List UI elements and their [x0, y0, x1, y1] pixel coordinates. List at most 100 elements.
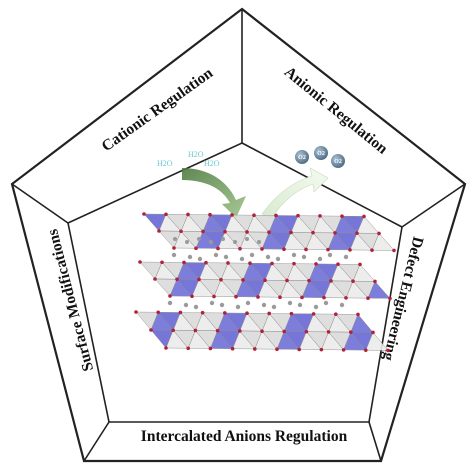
oxygen-atom — [230, 346, 235, 351]
interlayer-anion — [297, 302, 303, 308]
oxygen-atom — [171, 328, 175, 333]
oxygen-atom — [388, 296, 392, 301]
water-molecule: H2O — [204, 159, 220, 168]
water-molecules: H2O H2O H2O — [157, 150, 220, 168]
oxygen-atom — [204, 260, 208, 265]
oxygen-atom — [201, 229, 205, 234]
oxygen-atom — [377, 231, 381, 236]
oxygen-outflow-arrow — [261, 167, 329, 219]
oxygen-label: O2 — [334, 159, 342, 165]
oxygen-atom — [190, 294, 194, 299]
interlayer-anion — [213, 252, 219, 258]
interlayer-anion — [233, 240, 237, 244]
oxygen-atom — [215, 328, 220, 333]
oxygen-atom — [216, 246, 220, 251]
oxygen-atom — [219, 277, 223, 282]
oxygen-atom — [179, 229, 183, 234]
oxygen-atom — [149, 328, 153, 332]
interlayer-anion — [313, 304, 319, 310]
oxygen-molecules: O2 O2 O2 — [295, 146, 345, 168]
interlayer-anion — [245, 237, 249, 241]
oxygen-atom — [349, 330, 353, 334]
interlayer-anion — [171, 252, 177, 258]
oxygen-atom — [194, 246, 198, 251]
interlayer-anion — [343, 254, 349, 260]
oxygen-atom — [362, 214, 366, 219]
oxygen-atom — [282, 329, 287, 334]
oxygen-atom — [138, 260, 142, 264]
oxygen-atom — [223, 229, 227, 234]
oxygen-atom — [175, 277, 179, 282]
interlayer-anion — [317, 256, 323, 262]
oxygen-atom — [245, 230, 249, 234]
oxygen-atom — [241, 278, 245, 282]
oxygen-atom — [142, 212, 146, 216]
oxygen-atom — [186, 212, 190, 217]
interlayer-anion — [287, 300, 293, 306]
oxygen-atom — [326, 247, 330, 252]
oxygen-atom — [208, 346, 213, 351]
interlayer-anion — [193, 304, 199, 310]
water-molecule: H2O — [157, 159, 173, 168]
lattice-layer — [138, 260, 392, 310]
oxygen-atom — [340, 214, 344, 218]
interlayer-anion — [301, 254, 307, 260]
oxygen-atom — [289, 230, 293, 235]
water-molecule: H2O — [188, 150, 204, 159]
oxygen-atom — [256, 295, 260, 299]
oxygen-atom — [285, 278, 289, 283]
layered-structure — [134, 212, 396, 353]
oxygen-atom — [260, 247, 264, 251]
interlayer-anion — [183, 302, 189, 308]
oxygen-atom — [270, 261, 274, 266]
oxygen-atom — [260, 329, 264, 334]
interlayer-anion — [209, 300, 215, 306]
interlayer-anion — [271, 304, 277, 310]
interlayer-anion — [327, 252, 333, 258]
interlayer-anion — [261, 302, 267, 308]
interlayer-anion — [221, 237, 225, 241]
oxygen-atom — [200, 310, 205, 315]
oxygen-atom — [371, 330, 375, 335]
lattice-face — [365, 331, 389, 351]
interlayer-anion — [219, 302, 225, 308]
oxygen-atom — [267, 311, 272, 316]
oxygen-atom — [208, 212, 212, 217]
oxygen-atom — [386, 348, 390, 353]
interlayer-anion — [187, 254, 193, 260]
oxygen-atom — [297, 347, 302, 352]
oxygen-atom — [341, 348, 346, 352]
oxygen-atom — [358, 262, 362, 267]
oxygen-atom — [186, 346, 190, 351]
oxygen-atom — [238, 246, 242, 251]
interlayer-anion — [167, 300, 173, 306]
oxygen-atom — [314, 262, 318, 266]
interlayer-anion — [245, 300, 251, 306]
interlayer-anion — [275, 256, 281, 262]
oxygen-atom — [238, 329, 242, 333]
interlayer-anion — [291, 252, 297, 258]
oxygen-atom — [392, 248, 396, 253]
interlayer-anion — [209, 240, 213, 244]
interlayer-anion — [197, 256, 203, 262]
interlayer-anion — [223, 254, 229, 260]
oxygen-atom — [282, 247, 286, 251]
interlayer-anion — [257, 240, 261, 244]
oxygen-ball — [314, 146, 328, 160]
oxygen-atom — [307, 278, 311, 283]
oxygen-atom — [245, 311, 249, 316]
oxygen-atom — [226, 261, 230, 265]
oxygen-atom — [370, 248, 374, 252]
oxygen-atom — [230, 213, 234, 217]
oxygen-atom — [304, 329, 309, 334]
oxygen-atom — [373, 279, 377, 284]
oxygen-ball — [295, 150, 309, 164]
interlayer-anion — [249, 252, 255, 258]
oxygen-atom — [267, 230, 271, 234]
oxygen-atom — [278, 295, 282, 300]
interlayer-anion — [339, 302, 345, 308]
oxygen-atom — [263, 278, 267, 283]
oxygen-label: O2 — [317, 151, 325, 157]
segment-dividers — [11, 9, 466, 462]
